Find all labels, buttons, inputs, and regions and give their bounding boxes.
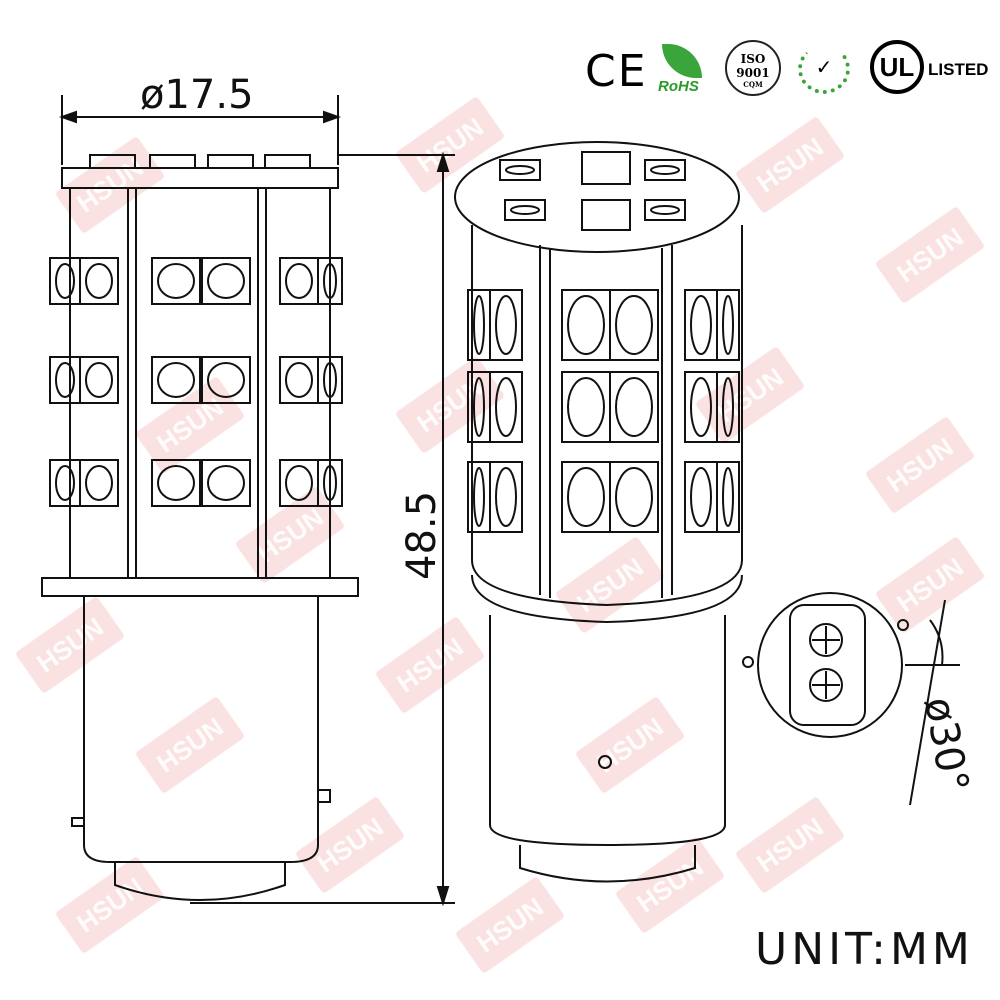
angle-label: ø30° — [915, 694, 977, 796]
led-lens — [55, 362, 75, 398]
led-chip — [504, 199, 546, 221]
led-chip — [79, 356, 119, 404]
iso-label: ISO — [740, 52, 766, 66]
led-lens — [495, 295, 517, 355]
ce-logo: CE — [585, 46, 648, 97]
led-lens — [157, 465, 195, 501]
iso-number: 9001 — [736, 66, 770, 80]
led-chip — [151, 257, 201, 305]
led-lens — [85, 263, 113, 299]
led-lens — [323, 362, 337, 398]
led-chip — [317, 356, 343, 404]
led-lens — [690, 467, 712, 527]
led-lens — [615, 467, 653, 527]
ul-logo: UL — [870, 40, 924, 94]
led-chip — [317, 459, 343, 507]
led-chip — [489, 461, 523, 533]
led-lens — [157, 263, 195, 299]
led-lens — [690, 295, 712, 355]
led-chip — [684, 289, 718, 361]
led-lens — [505, 165, 535, 175]
led-chip — [79, 257, 119, 305]
led-chip — [489, 289, 523, 361]
led-lens — [207, 362, 245, 398]
led-lens — [473, 295, 485, 355]
led-chip — [151, 356, 201, 404]
bulb-side-view — [41, 154, 359, 901]
led-lens — [473, 377, 485, 437]
led-lens — [323, 263, 337, 299]
led-chip — [609, 289, 659, 361]
led-lens — [85, 465, 113, 501]
led-lens — [615, 295, 653, 355]
led-chip — [716, 289, 740, 361]
diameter-label: ø17.5 — [140, 72, 254, 118]
led-chip — [201, 459, 251, 507]
led-chip — [317, 257, 343, 305]
led-lens — [207, 263, 245, 299]
led-chip — [644, 159, 686, 181]
led-chip — [561, 461, 611, 533]
led-chip — [201, 257, 251, 305]
led-lens — [473, 467, 485, 527]
led-lens — [85, 362, 113, 398]
led-chip — [561, 371, 611, 443]
led-lens — [690, 377, 712, 437]
led-lens — [567, 295, 605, 355]
led-chip — [609, 371, 659, 443]
led-chip — [716, 461, 740, 533]
led-lens — [615, 377, 653, 437]
rohs-logo: RoHS — [658, 78, 699, 95]
bulb-perspective-view — [454, 141, 743, 883]
led-chip — [79, 459, 119, 507]
led-chip — [201, 356, 251, 404]
ul-listed-label: LISTED — [928, 60, 989, 79]
led-chip — [489, 371, 523, 443]
led-lens — [207, 465, 245, 501]
laurel-check-icon: ✓ — [798, 44, 850, 94]
led-lens — [285, 362, 313, 398]
led-chip — [561, 289, 611, 361]
led-lens — [722, 377, 734, 437]
led-chip — [609, 461, 659, 533]
led-lens — [650, 165, 680, 175]
led-lens — [285, 263, 313, 299]
unit-label: UNIT:MM — [755, 924, 974, 975]
led-chip — [684, 461, 718, 533]
led-lens — [722, 295, 734, 355]
led-lens — [157, 362, 195, 398]
iso-cqm: CQM — [743, 80, 763, 89]
width-dimension: ø17.5 — [59, 72, 341, 165]
led-lens — [285, 465, 313, 501]
led-lens — [55, 465, 75, 501]
led-lens — [323, 465, 337, 501]
length-dimension: 48.5 — [190, 151, 455, 907]
led-lens — [722, 467, 734, 527]
rohs-leaf-icon — [662, 44, 702, 78]
length-label: 48.5 — [399, 491, 445, 580]
led-lens — [650, 205, 680, 215]
led-chip — [716, 371, 740, 443]
led-lens — [567, 377, 605, 437]
led-chip — [499, 159, 541, 181]
led-lens — [55, 263, 75, 299]
led-lens — [510, 205, 540, 215]
led-chip — [684, 371, 718, 443]
bulb-bottom-view: ø30° — [742, 592, 977, 806]
led-lens — [567, 467, 605, 527]
led-chip — [151, 459, 201, 507]
led-chip — [644, 199, 686, 221]
led-lens — [495, 377, 517, 437]
led-lens — [495, 467, 517, 527]
